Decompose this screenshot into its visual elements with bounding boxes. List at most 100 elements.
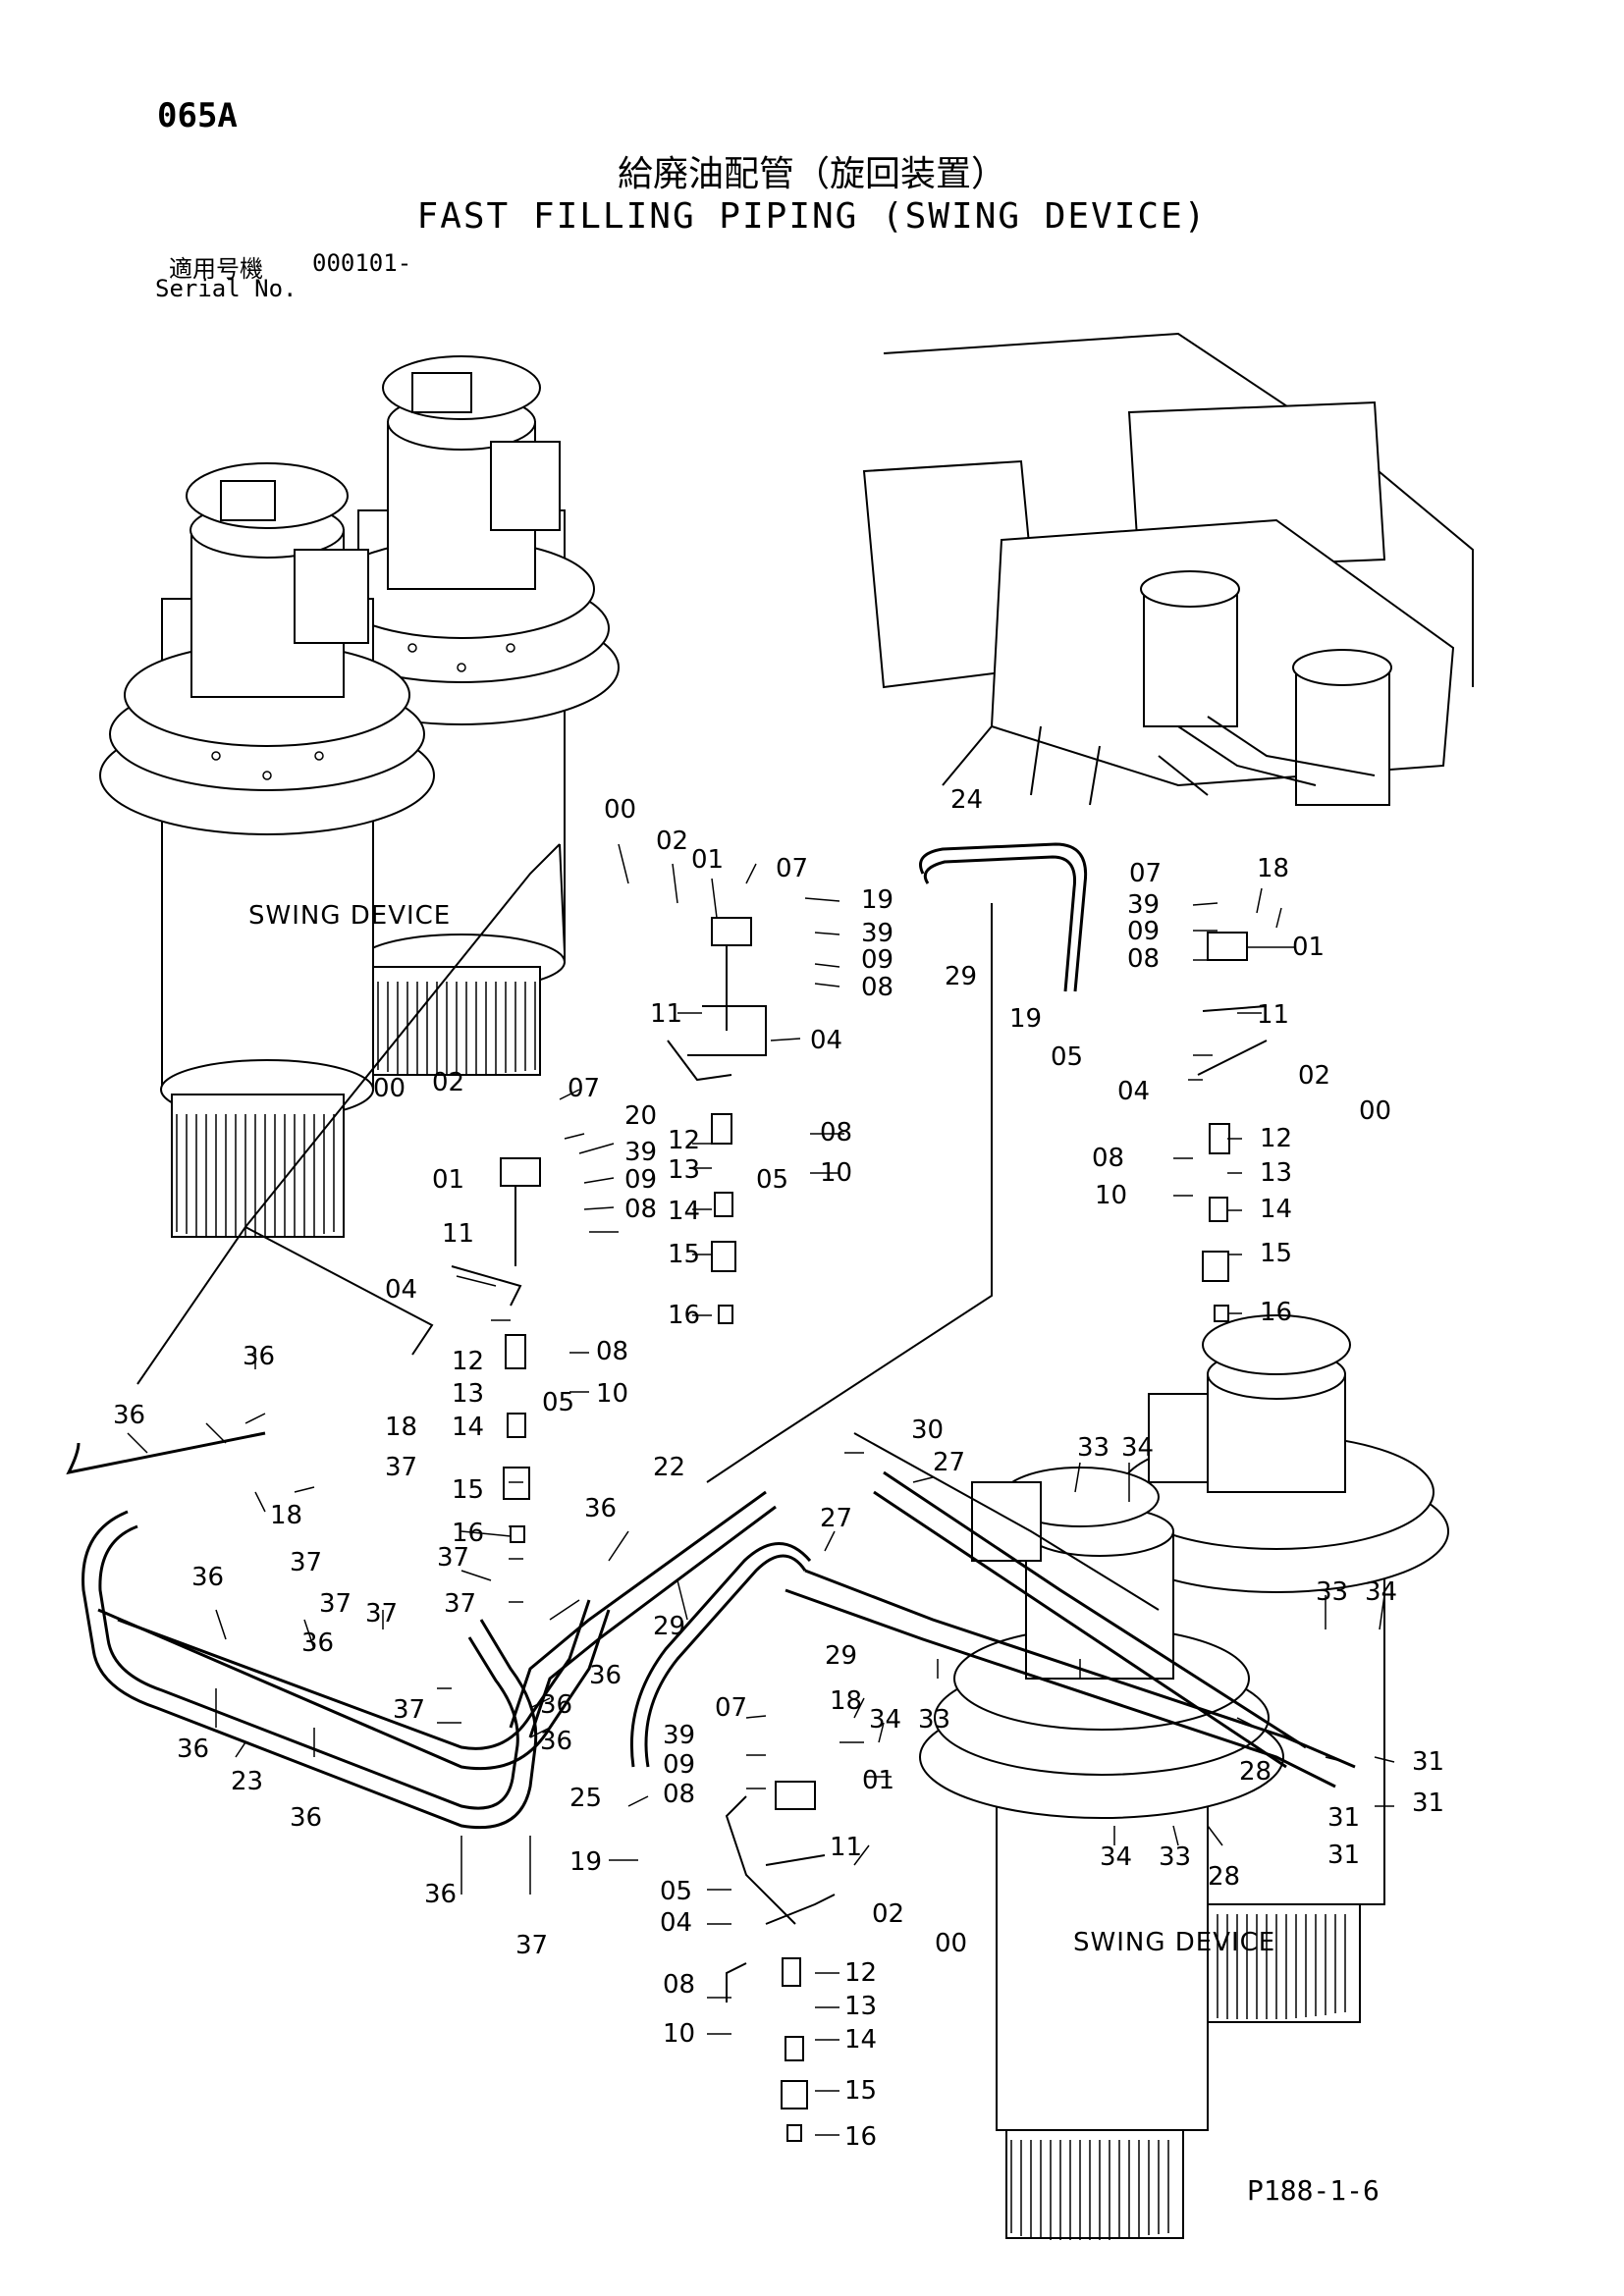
callout-22: 22: [653, 1453, 685, 1482]
callout-08-b: 08: [820, 1118, 852, 1148]
callout-37-d: 37: [365, 1599, 398, 1629]
callout-33-c: 33: [1316, 1577, 1348, 1607]
callout-31-d: 31: [1327, 1841, 1360, 1870]
callout-02-m: 02: [872, 1899, 904, 1929]
callout-01-r: 01: [1292, 933, 1325, 962]
callout-34-b: 34: [869, 1705, 901, 1735]
callout-29-l: 29: [653, 1612, 685, 1641]
piping: [66, 842, 1356, 2002]
callout-02-l: 02: [432, 1068, 464, 1097]
callout-04-r: 04: [1117, 1077, 1150, 1106]
callout-15-r: 15: [1260, 1239, 1292, 1268]
callout-08-l: 08: [624, 1195, 657, 1224]
callout-34-a: 34: [1121, 1433, 1154, 1463]
page-code: 065A: [157, 96, 238, 135]
callout-36-h: 36: [584, 1494, 617, 1523]
callout-34-d: 34: [1100, 1842, 1132, 1872]
callout-14: 14: [668, 1197, 700, 1226]
callout-13: 13: [668, 1155, 700, 1185]
callout-08: 08: [861, 973, 893, 1002]
swing-device-label-lower: SWING DEVICE: [1073, 1928, 1275, 1957]
callout-07-m: 07: [715, 1693, 747, 1723]
callout-11-m: 11: [830, 1833, 862, 1862]
callout-36-d: 36: [301, 1629, 334, 1658]
callout-33-d: 33: [1159, 1842, 1191, 1872]
swing-device-lower-right: [919, 1314, 1449, 2240]
callouts: 00 02 01 07 19 39 09 08 11 04 08 12 05 1…: [113, 785, 1444, 2152]
callout-01-l: 01: [432, 1165, 464, 1195]
callout-00-r: 00: [1359, 1096, 1391, 1126]
callout-28-a: 28: [1239, 1757, 1272, 1787]
callout-27-a: 27: [933, 1448, 965, 1477]
callout-36-e: 36: [177, 1735, 209, 1764]
callout-08-l2: 08: [596, 1337, 628, 1366]
title-english: FAST FILLING PIPING (SWING DEVICE): [416, 196, 1208, 237]
callout-13-m: 13: [844, 1992, 877, 2021]
callout-09: 09: [861, 945, 893, 975]
callout-18-l: 18: [385, 1413, 417, 1442]
callout-08-m: 08: [663, 1780, 695, 1809]
callout-34-c: 34: [1365, 1577, 1397, 1607]
swing-device-label-upper: SWING DEVICE: [248, 901, 451, 931]
callout-39-m: 39: [663, 1721, 695, 1750]
title-japanese: 給廃油配管（旋回装置）: [617, 154, 1006, 194]
callout-39: 39: [861, 919, 893, 948]
callout-04-l: 04: [385, 1275, 417, 1305]
callout-19: 19: [861, 885, 893, 915]
callout-36-a: 36: [243, 1342, 275, 1371]
machine-context-upper-right: [862, 332, 1474, 806]
callout-36-c: 36: [191, 1563, 224, 1592]
callout-18-l2: 18: [270, 1501, 302, 1530]
callout-07: 07: [776, 854, 808, 883]
callout-27-b: 27: [820, 1504, 852, 1533]
callout-37-e: 37: [393, 1695, 425, 1725]
callout-33-b: 33: [918, 1705, 950, 1735]
callout-14-r: 14: [1260, 1195, 1292, 1224]
bracket-assemblies: [451, 917, 1268, 2142]
callout-12-r: 12: [1260, 1124, 1292, 1153]
callout-14-l: 14: [452, 1413, 484, 1442]
callout-23: 23: [231, 1767, 263, 1796]
callout-20: 20: [624, 1101, 657, 1131]
callout-31-a: 31: [1412, 1747, 1444, 1777]
callout-10-r: 10: [1095, 1181, 1127, 1210]
callout-15-l: 15: [452, 1475, 484, 1505]
callout-37-a: 37: [385, 1453, 417, 1482]
callout-05-l: 05: [542, 1388, 574, 1417]
callout-11-l: 11: [442, 1219, 474, 1249]
callout-16-m: 16: [844, 2122, 877, 2152]
callout-12-l: 12: [452, 1347, 484, 1376]
callout-36-j: 36: [540, 1690, 572, 1720]
callout-14-m: 14: [844, 2025, 877, 2055]
callout-01: 01: [691, 845, 724, 875]
callout-08-r: 08: [1127, 944, 1160, 974]
callout-16-l: 16: [452, 1519, 484, 1548]
callout-39-r: 39: [1127, 890, 1160, 920]
callout-31-c: 31: [1327, 1803, 1360, 1833]
callout-19-r: 19: [1009, 1004, 1042, 1034]
callout-08-r2: 08: [1092, 1144, 1124, 1173]
callout-09-r: 09: [1127, 917, 1160, 946]
leader-lines: [127, 843, 1395, 2136]
callout-37-b: 37: [290, 1548, 322, 1577]
callout-37-c: 37: [319, 1589, 352, 1619]
callout-11: 11: [650, 999, 682, 1029]
callout-05-r: 05: [1051, 1042, 1083, 1072]
callout-31-b: 31: [1412, 1789, 1444, 1818]
callout-30: 30: [911, 1415, 944, 1445]
callout-16-r: 16: [1260, 1298, 1292, 1327]
callout-05-m: 05: [660, 1877, 692, 1906]
callout-19-m: 19: [569, 1847, 602, 1877]
callout-08-m2: 08: [663, 1970, 695, 2000]
callout-13-l: 13: [452, 1379, 484, 1409]
callout-02: 02: [656, 827, 688, 856]
callout-37-f: 37: [444, 1589, 476, 1619]
callout-00: 00: [604, 795, 636, 825]
callout-15: 15: [668, 1240, 700, 1269]
callout-29: 29: [945, 962, 977, 991]
callout-00-m: 00: [935, 1929, 967, 1958]
page-reference: P188-1-6: [1247, 2174, 1380, 2207]
callout-11-r: 11: [1257, 1000, 1289, 1030]
callout-15-m: 15: [844, 2076, 877, 2106]
callout-36-f: 36: [290, 1803, 322, 1833]
